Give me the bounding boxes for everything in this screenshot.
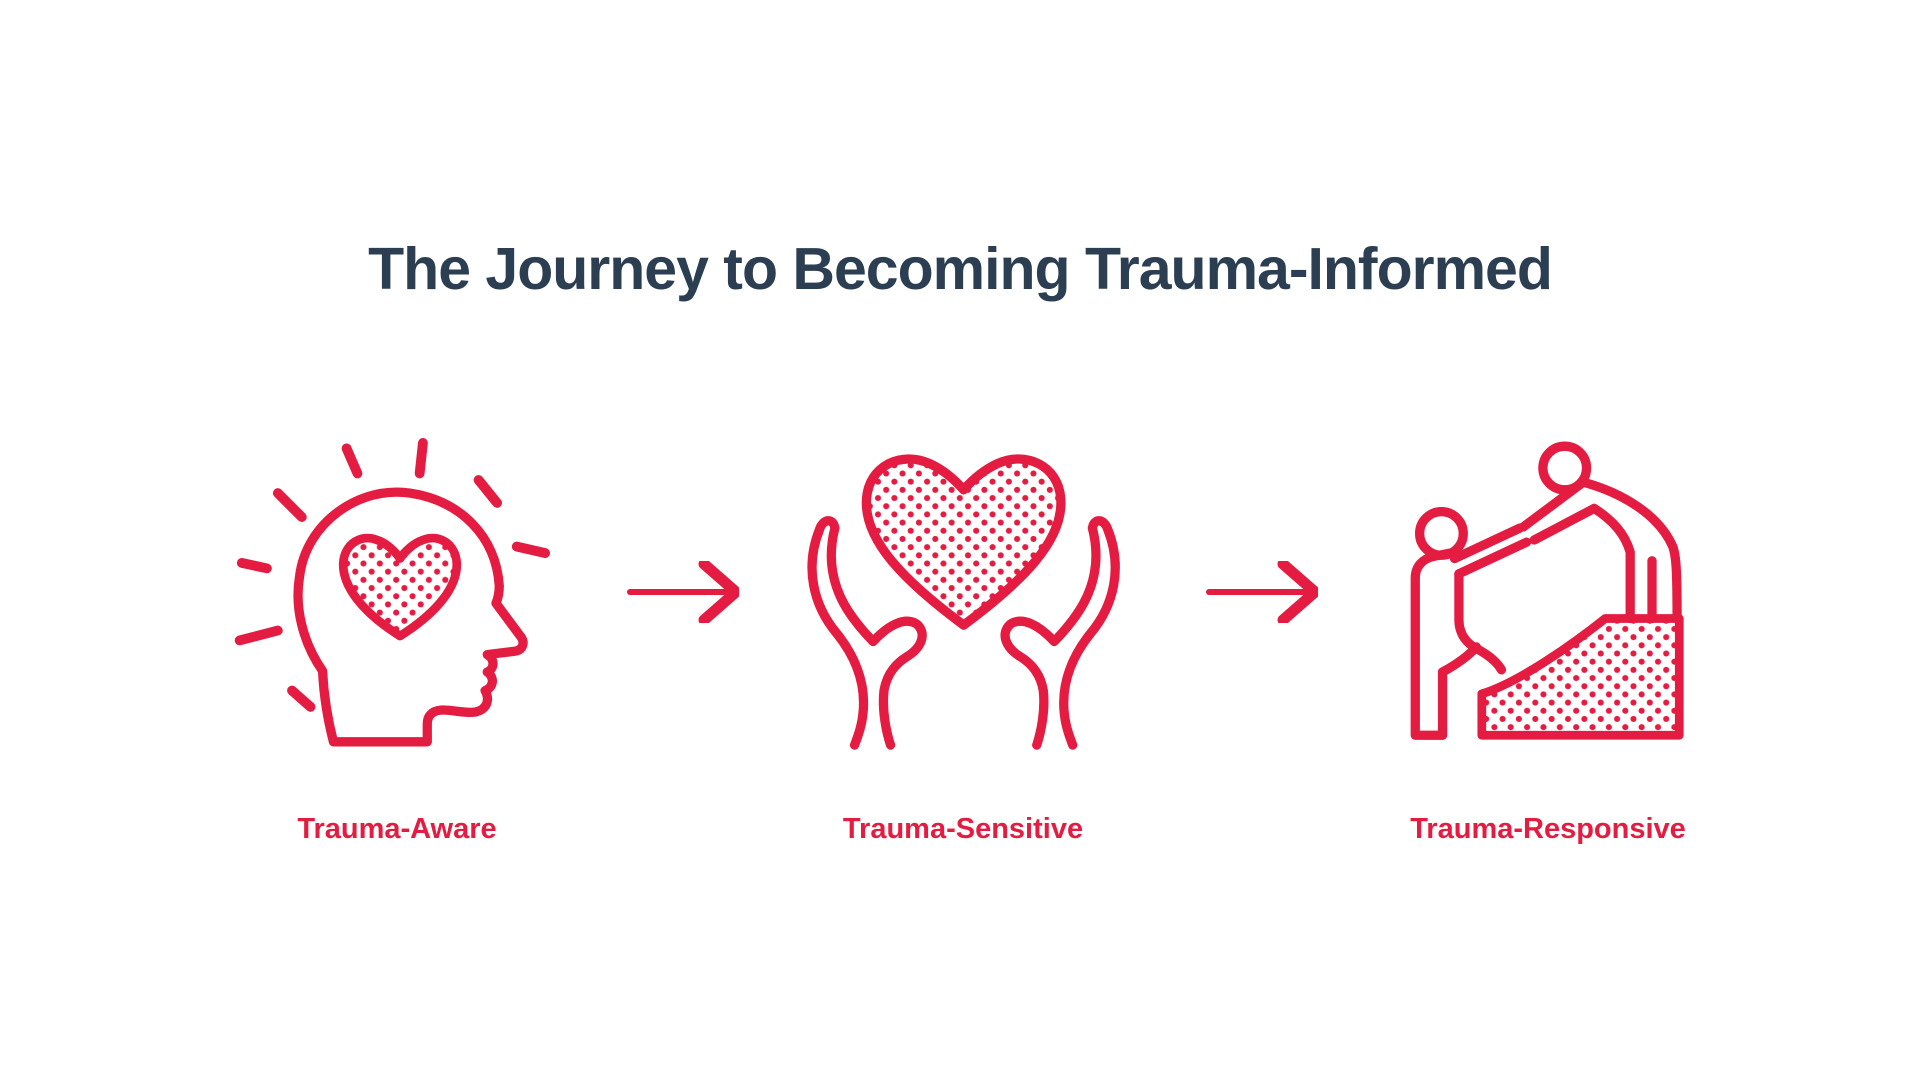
right-arrow-icon xyxy=(627,561,739,623)
stage-trauma-sensitive xyxy=(800,420,1160,780)
stage-label-trauma-sensitive: Trauma-Sensitive xyxy=(842,813,1084,845)
stage-trauma-responsive xyxy=(1400,420,1760,780)
right-arrow-icon xyxy=(1206,561,1318,623)
hands-holding-heart-icon xyxy=(807,454,1120,750)
head-with-heart-and-rays-icon xyxy=(234,437,550,747)
stage-label-trauma-responsive: Trauma-Responsive xyxy=(1410,813,1686,845)
person-helping-another-climb-icon xyxy=(1410,441,1684,740)
stage-trauma-aware xyxy=(220,420,580,780)
stage-label-trauma-aware: Trauma-Aware xyxy=(297,813,497,845)
page-title: The Journey to Becoming Trauma-Informed xyxy=(368,236,1553,302)
